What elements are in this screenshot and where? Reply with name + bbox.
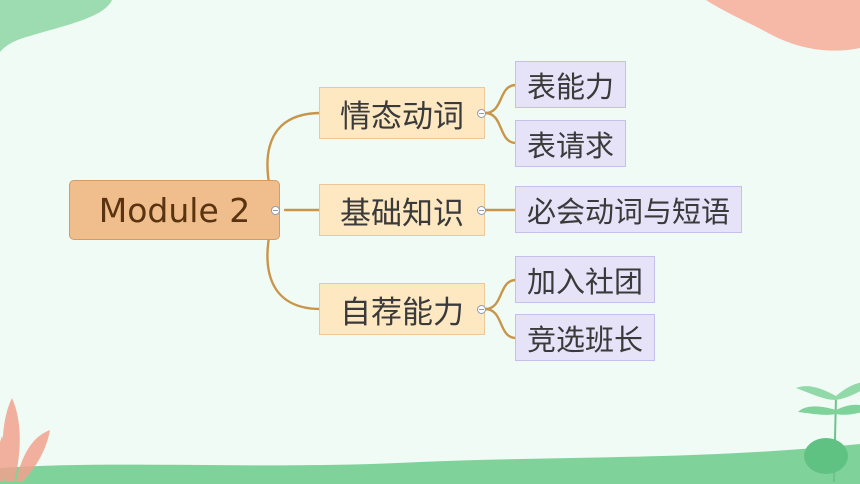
leaf-label: 表能力 bbox=[527, 69, 615, 104]
leaf-node[interactable]: 必会动词与短语 bbox=[515, 186, 743, 233]
root-label: Module 2 bbox=[98, 190, 251, 230]
branch-collapse-icon[interactable] bbox=[477, 109, 486, 118]
branch-label: 情态动词 bbox=[340, 98, 464, 135]
connector-branch-1-leaf-1 bbox=[483, 83, 518, 115]
branch-node-self-recommend[interactable]: 自荐能力 bbox=[319, 283, 485, 335]
green-ground-wave bbox=[0, 444, 860, 484]
connector-branch-3-leaf-2 bbox=[483, 307, 518, 340]
root-collapse-icon[interactable] bbox=[271, 206, 280, 215]
peach-corner-blob bbox=[706, 0, 860, 51]
leaf-label: 表请求 bbox=[527, 128, 615, 163]
green-palm-plant bbox=[796, 382, 860, 483]
branch-node-basics[interactable]: 基础知识 bbox=[319, 184, 485, 236]
root-node[interactable]: Module 2 bbox=[69, 180, 280, 240]
leaf-label: 必会动词与短语 bbox=[527, 194, 731, 229]
branch-label: 自荐能力 bbox=[340, 294, 464, 331]
leaf-node[interactable]: 竞选班长 bbox=[515, 314, 656, 361]
connector-branch-1-leaf-2 bbox=[483, 111, 518, 145]
branch-node-modal-verbs[interactable]: 情态动词 bbox=[319, 87, 485, 139]
leaf-label: 竞选班长 bbox=[527, 322, 644, 357]
branch-collapse-icon[interactable] bbox=[477, 206, 486, 215]
leaf-label: 加入社团 bbox=[527, 264, 644, 299]
leaf-node[interactable]: 加入社团 bbox=[515, 256, 656, 303]
branch-collapse-icon[interactable] bbox=[477, 305, 486, 314]
green-corner-blob bbox=[0, 0, 112, 52]
leaf-node[interactable]: 表请求 bbox=[515, 120, 627, 167]
connector-branch-3-leaf-1 bbox=[483, 278, 518, 311]
branch-label: 基础知识 bbox=[340, 195, 464, 232]
leaf-node[interactable]: 表能力 bbox=[515, 61, 627, 108]
pink-leaf-plant bbox=[0, 398, 50, 482]
